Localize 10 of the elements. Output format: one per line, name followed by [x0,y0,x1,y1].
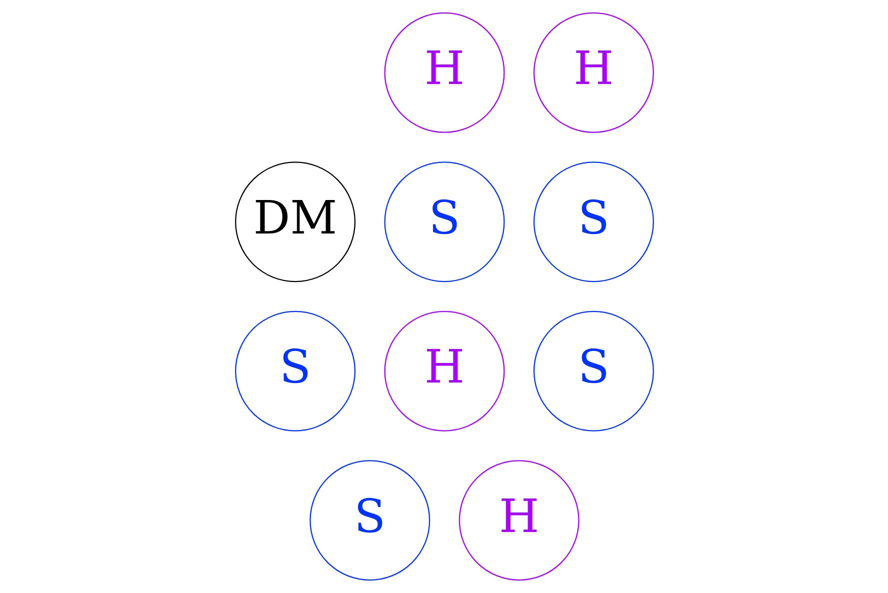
node-circle: H [384,310,504,432]
node-circle: H [384,12,504,133]
node-circle: H [532,12,654,133]
node-circle: S [309,460,430,581]
node-circle: S [384,162,504,282]
node-circle: S [234,310,356,432]
node-circle: S [532,162,654,282]
node-circle: DM [234,162,356,282]
node-circle: H [458,460,579,581]
node-circle: S [532,310,654,432]
